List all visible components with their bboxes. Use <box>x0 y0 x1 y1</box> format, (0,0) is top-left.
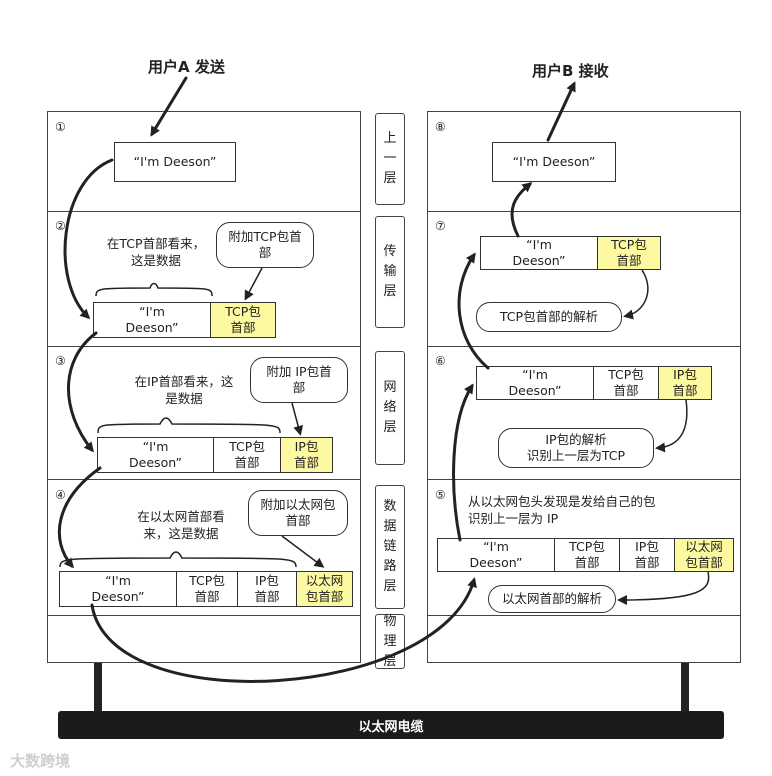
data-box: “I'm Deeson” <box>97 437 214 473</box>
note-eth-found: 从以太网包头发现是发给自己的包 识别上一层为 IP <box>468 494 656 526</box>
step-8: ⑧ <box>435 120 446 134</box>
ip-header: IP包 首部 <box>658 366 712 400</box>
layer-datalink: 数据链路层 <box>375 485 405 609</box>
layer-network: 网络层 <box>375 351 405 465</box>
pointer-arrow <box>623 269 649 320</box>
data-box: “I'm Deeson” <box>492 142 616 182</box>
data-box: “I'm Deeson” <box>480 236 598 270</box>
brace <box>95 282 213 297</box>
data-box: “I'm Deeson” <box>93 302 211 338</box>
tcp-header: TCP包 首部 <box>176 571 238 607</box>
divider <box>427 211 741 212</box>
cable-post <box>681 663 689 713</box>
sender-title: 用户A 发送 <box>148 58 225 76</box>
step-3: ③ <box>55 354 66 368</box>
note-eth-view: 在以太网首部看 来，这是数据 <box>137 509 225 541</box>
divider <box>427 346 741 347</box>
bubble-add-ip: 附加 IP包首 部 <box>250 357 348 403</box>
flow-arrow <box>510 182 533 238</box>
ip-header: IP包 首部 <box>280 437 333 473</box>
divider <box>427 479 741 480</box>
divider <box>47 346 361 347</box>
flow-arrow <box>67 331 98 453</box>
pointer-arrow <box>291 402 304 436</box>
step-4: ④ <box>55 488 66 502</box>
cable-post <box>94 663 102 713</box>
data-box: “I'm Deeson” <box>59 571 177 607</box>
layer-transport: 传输层 <box>375 216 405 328</box>
tcp-header: TCP包 首部 <box>593 366 659 400</box>
receiver-arrow <box>546 81 576 142</box>
divider <box>47 211 361 212</box>
eth-header: 以太网 包首部 <box>674 538 734 572</box>
pointer-arrow <box>655 399 688 453</box>
sender-arrow <box>150 76 188 137</box>
layer-upper: 上一层 <box>375 113 405 205</box>
data-box: “I'm Deeson” <box>476 366 594 400</box>
tcp-header: TCP包 首部 <box>213 437 281 473</box>
data-box: “I'm Deeson” <box>437 538 555 572</box>
tcp-header: TCP包 首部 <box>210 302 276 338</box>
step-7: ⑦ <box>435 219 446 233</box>
pointer-arrow <box>244 267 263 301</box>
bubble-add-tcp: 附加TCP包首 部 <box>216 222 314 268</box>
watermark: 大数跨境 <box>10 752 71 770</box>
ip-header: IP包 首部 <box>237 571 297 607</box>
step-6: ⑥ <box>435 354 446 368</box>
receiver-title: 用户B 接收 <box>532 62 609 80</box>
tcp-header: TCP包 首部 <box>597 236 661 270</box>
transmission-arrow <box>90 577 477 683</box>
brace <box>97 417 281 434</box>
flow-arrow <box>57 466 102 569</box>
divider <box>427 615 741 616</box>
pointer-arrow <box>617 571 710 605</box>
note-tcp-view: 在TCP首部看来， 这是数据 <box>106 236 206 268</box>
bubble-ip-parse: IP包的解析 识别上一层为TCP <box>498 428 654 468</box>
pointer-arrow <box>281 535 325 568</box>
brace <box>59 551 297 568</box>
step-1: ① <box>55 120 66 134</box>
divider <box>47 615 361 616</box>
eth-header: 以太网 包首部 <box>296 571 353 607</box>
step-5: ⑤ <box>435 488 446 502</box>
flow-arrow <box>63 158 114 320</box>
data-box: “I'm Deeson” <box>114 142 236 182</box>
bubble-tcp-parse: TCP包首部的解析 <box>476 302 622 332</box>
bubble-add-eth: 附加以太网包 首部 <box>248 490 348 536</box>
step-2: ② <box>55 219 66 233</box>
flow-arrow <box>452 383 474 542</box>
divider <box>47 479 361 480</box>
note-ip-view: 在IP首部看来，这 是数据 <box>134 374 234 406</box>
flow-arrow <box>457 252 490 370</box>
bubble-eth-parse: 以太网首部的解析 <box>488 585 616 613</box>
ethernet-cable: 以太网电缆 <box>58 711 724 739</box>
